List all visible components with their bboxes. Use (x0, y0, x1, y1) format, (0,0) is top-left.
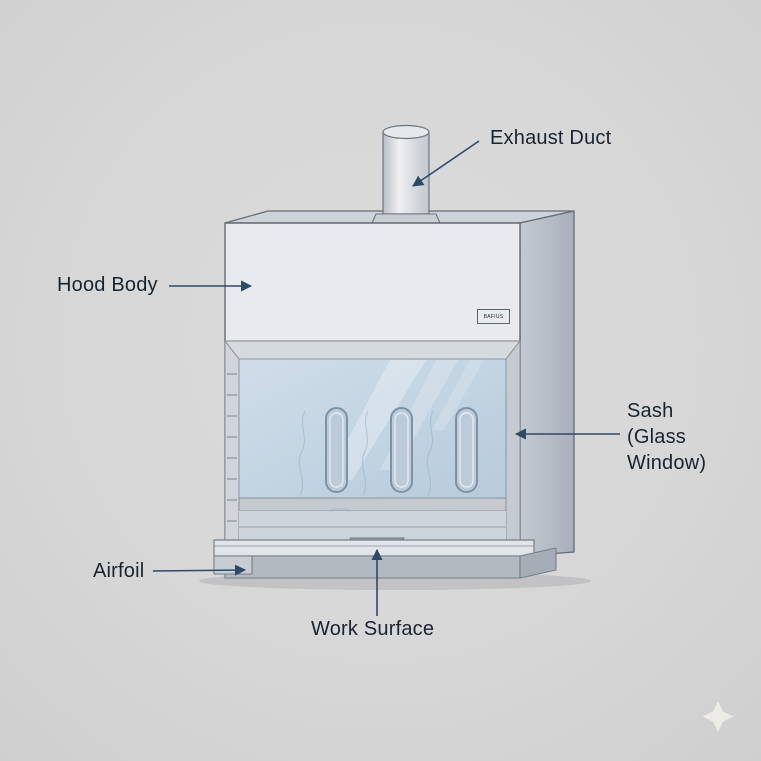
glass-reflection (432, 360, 484, 430)
sash-track-ticks (227, 373, 237, 522)
certification-badge: BAFIUS (477, 309, 510, 324)
right-jamb (505, 340, 521, 541)
airfoil (213, 555, 253, 575)
airfoil-arrow (152, 564, 247, 576)
sparkle-watermark-icon (702, 701, 734, 732)
sash-label-line2: (Glass (627, 426, 686, 448)
base (224, 555, 521, 579)
work-surface-top (239, 511, 506, 540)
hood-side-panel (519, 210, 575, 557)
exhaust-duct-label: Exhaust Duct (490, 127, 612, 149)
sash-bottom-rail (238, 497, 507, 512)
left-jamb (224, 340, 240, 541)
duct-opening (382, 124, 430, 140)
slot-highlight (329, 412, 344, 488)
slot-highlight (394, 412, 409, 488)
base-side (519, 547, 557, 579)
sash-label-line1: Sash (627, 400, 674, 422)
baffle-slots (325, 407, 478, 493)
airfoil-label: Airfoil (93, 560, 145, 582)
fume-hood (213, 124, 575, 579)
slot-highlight (459, 412, 474, 488)
sash-label: Sash (Glass Window) (627, 398, 706, 476)
hood-body-label: Hood Body (57, 274, 158, 296)
front-sill (213, 539, 535, 557)
baffle-slot (390, 407, 413, 493)
duct-body (382, 131, 430, 215)
sash-label-line3: Window) (627, 452, 707, 474)
sash-glass-window (238, 358, 507, 499)
work-surface-label: Work Surface (311, 618, 435, 640)
airflow-wisps (298, 410, 434, 496)
opening-reveal (224, 340, 521, 360)
duct-flange (371, 213, 441, 224)
baffle-slot (325, 407, 348, 493)
annotation-arrows (152, 140, 620, 616)
glass-reflection (326, 360, 426, 480)
baffle-slot (455, 407, 478, 493)
exhaust-duct-arrow (412, 140, 480, 187)
